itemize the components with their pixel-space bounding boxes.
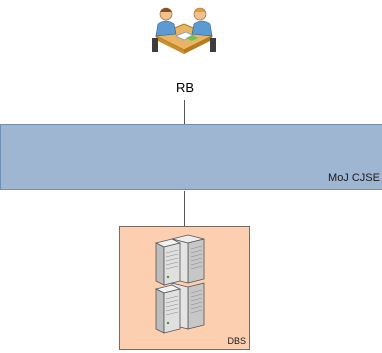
connector-rb-network xyxy=(184,100,185,124)
rb-label: RB xyxy=(175,80,195,95)
dbs-container: DBS xyxy=(119,226,250,350)
network-segment: MoJ CJSE xyxy=(0,124,382,190)
server-rack-icon xyxy=(154,233,216,337)
connector-network-dbs xyxy=(184,191,185,226)
dbs-label: DBS xyxy=(227,336,246,346)
network-label: MoJ CJSE xyxy=(328,172,380,184)
people-meeting-icon xyxy=(150,2,218,66)
